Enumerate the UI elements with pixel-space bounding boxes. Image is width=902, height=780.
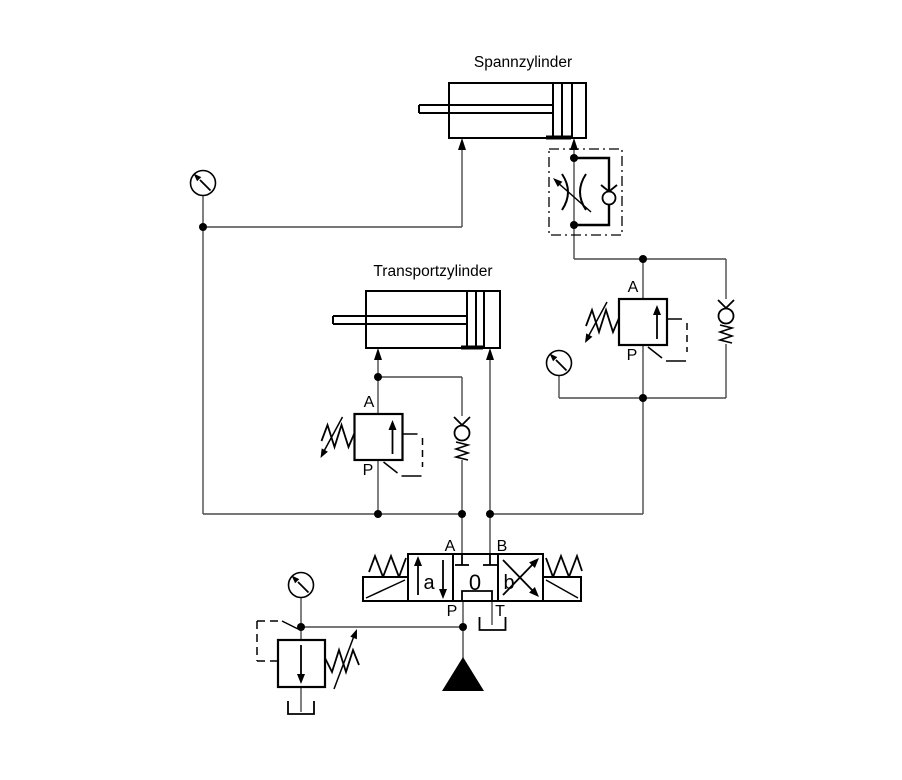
spannzylinder-label: Spannzylinder xyxy=(474,54,572,71)
dirvalve-port-a-label: A xyxy=(445,538,456,555)
seq-right-port-a-label: A xyxy=(628,279,639,296)
seq-right-port-p-label: P xyxy=(627,347,638,364)
port-arrow xyxy=(570,138,578,150)
port-arrow xyxy=(458,138,466,150)
junction-dots xyxy=(199,223,647,631)
pressure-gauge-bottom xyxy=(287,571,315,599)
dirvalve-pos-a-label: a xyxy=(423,572,435,594)
pressure-relief-valve xyxy=(256,620,360,690)
directional-valve-4-3: A B P T a 0 b xyxy=(362,538,583,620)
seq-left-port-p-label: P xyxy=(363,462,374,479)
port-arrow xyxy=(486,348,494,360)
position-neutral-flowpaths xyxy=(455,554,497,601)
adjust-arrow xyxy=(556,181,592,213)
check-valve-icon xyxy=(600,184,618,206)
pressure-gauge-top-left xyxy=(189,169,217,197)
flow-control-valve-assembly xyxy=(548,148,623,236)
dirvalve-port-p-label: P xyxy=(447,603,458,620)
transportzylinder-label: Transportzylinder xyxy=(373,263,492,280)
dirvalve-port-b-label: B xyxy=(497,538,508,555)
seq-left-port-a-label: A xyxy=(364,394,375,411)
port-arrow xyxy=(374,348,382,360)
spring-right-icon xyxy=(545,553,583,580)
position-a-flowpaths xyxy=(414,556,447,599)
spring-check-valve-right xyxy=(717,299,735,344)
dirvalve-port-t-label: T xyxy=(495,603,505,620)
position-b-flowpaths xyxy=(502,558,539,597)
pilot-line xyxy=(256,620,299,662)
pressure-source-icon xyxy=(442,657,484,691)
spannzylinder-cylinder xyxy=(418,82,587,150)
transportzylinder-cylinder xyxy=(332,290,501,360)
valve-assembly-frame xyxy=(548,148,623,236)
dirvalve-pos-b-label: b xyxy=(503,572,514,594)
dirvalve-pos-0-label: 0 xyxy=(469,570,481,595)
spring-icon xyxy=(324,647,360,675)
adjust-arrow xyxy=(333,635,355,690)
spring-left-icon xyxy=(368,553,407,580)
spring-check-valve-left xyxy=(453,416,471,461)
pressure-gauge-right xyxy=(545,349,573,377)
